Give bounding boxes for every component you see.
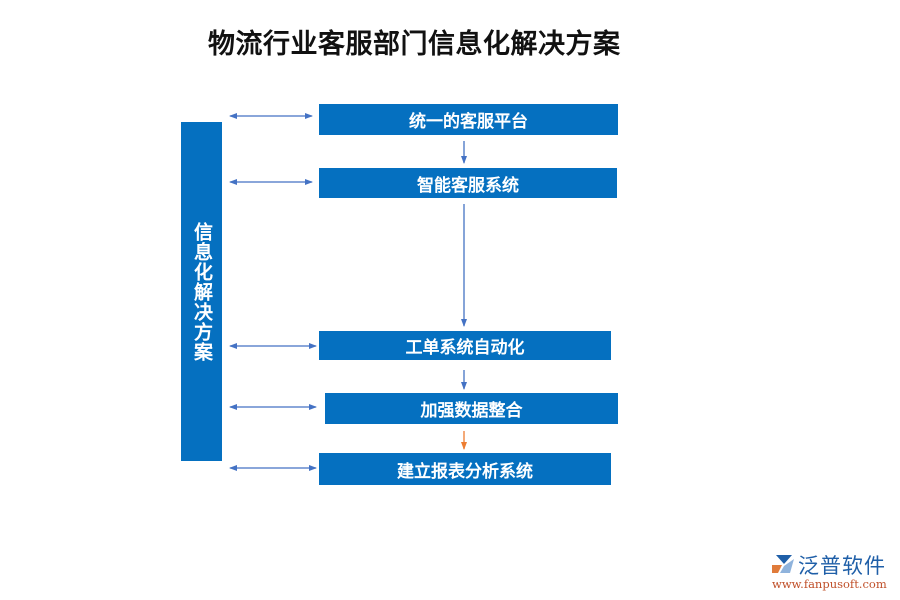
step-label: 建立报表分析系统	[397, 461, 533, 482]
side-category-bar: 信息化解决方案	[181, 122, 222, 461]
brand-watermark: 泛普软件 www.fanpusoft.com	[768, 550, 898, 595]
step-box-data-integration: 加强数据整合	[325, 393, 618, 424]
diagram-title: 物流行业客服部门信息化解决方案	[208, 29, 621, 60]
step-label: 加强数据整合	[420, 401, 523, 421]
step-box-report-analysis: 建立报表分析系统	[319, 453, 611, 485]
step-box-unified-platform: 统一的客服平台	[319, 104, 618, 135]
step-label: 统一的客服平台	[409, 112, 528, 132]
step-label: 工单系统自动化	[405, 338, 525, 358]
double-arrow-icon	[229, 113, 317, 471]
step-box-smart-service: 智能客服系统	[319, 168, 617, 198]
step-box-ticket-automation: 工单系统自动化	[319, 331, 611, 360]
brand-url: www.fanpusoft.com	[772, 577, 887, 591]
side-category-label: 信息化解决方案	[191, 221, 213, 362]
brand-logo-icon	[772, 555, 794, 573]
step-label: 智能客服系统	[417, 175, 519, 196]
brand-name: 泛普软件	[798, 554, 886, 578]
